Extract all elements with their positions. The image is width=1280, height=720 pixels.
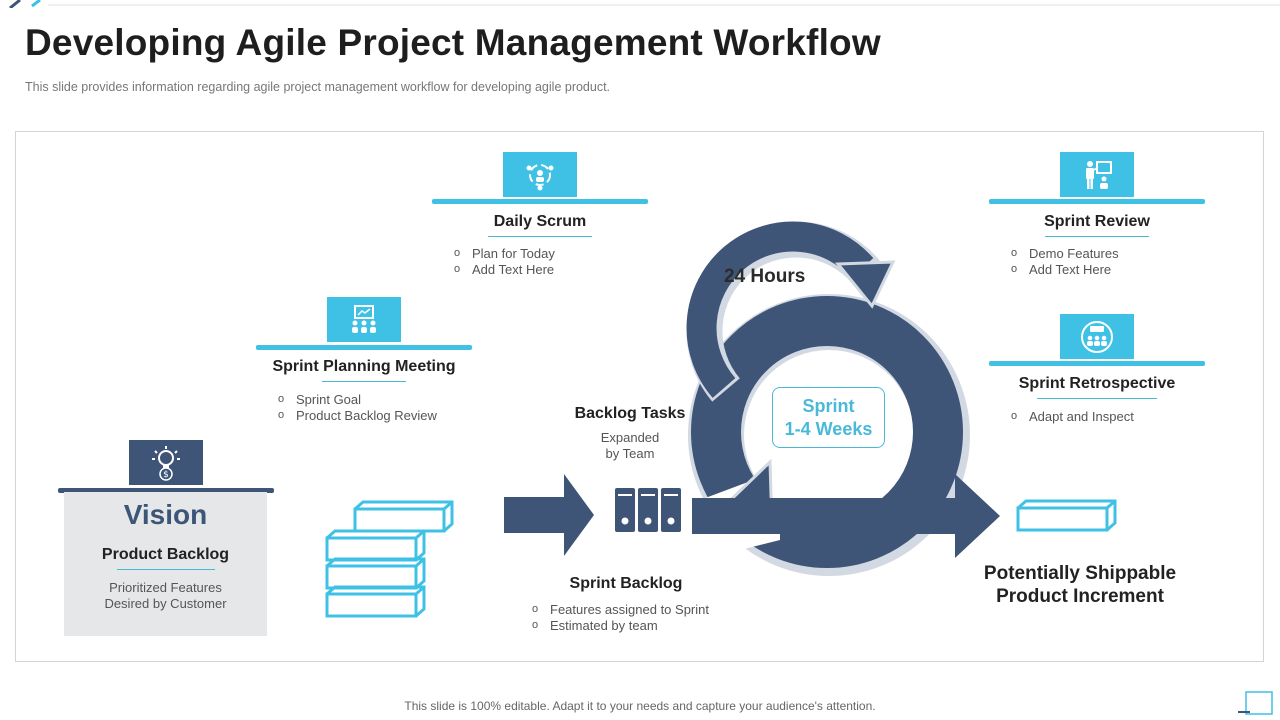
backlog-tasks-heading: Backlog Tasks <box>574 405 686 422</box>
sprint-cycle-ring <box>691 296 963 568</box>
backlog-stack-icon <box>325 500 454 618</box>
backlog-tasks-line: Expanded <box>600 430 660 445</box>
list-item: Demo Features <box>1011 245 1119 262</box>
list-item: Add Text Here <box>1011 261 1119 278</box>
page-title: Developing Agile Project Management Work… <box>25 22 881 63</box>
list-item: Features assigned to Sprint <box>532 601 709 618</box>
corner-decoration <box>1238 691 1273 715</box>
diagram-frame <box>15 131 1264 662</box>
product-box-icon <box>1016 499 1117 532</box>
sprint-label: Sprint <box>802 396 855 416</box>
product-increment-label: Potentially Shippable Product Increment <box>960 562 1200 608</box>
list-item: Adapt and Inspect <box>1011 408 1134 425</box>
sprint-backlog-heading: Sprint Backlog <box>569 575 683 592</box>
sprint-planning-underline <box>322 381 406 382</box>
sprint-review-list: Demo Features Add Text Here <box>1011 245 1119 278</box>
sprint-planning-heading: Sprint Planning Meeting <box>272 358 456 375</box>
sprint-retro-heading: Sprint Retrospective <box>1018 375 1176 392</box>
sprint-planning-bar <box>256 345 472 350</box>
daily-scrum-heading: Daily Scrum <box>493 213 587 230</box>
sprint-review-underline <box>1045 236 1149 237</box>
sprint-duration-box: Sprint 1-4 Weeks <box>772 387 885 448</box>
sprint-review-heading: Sprint Review <box>1044 213 1150 230</box>
product-backlog-heading: Product Backlog <box>101 546 230 563</box>
page-subtitle: This slide provides information regardin… <box>25 80 611 94</box>
product-increment-line: Product Increment <box>996 586 1164 607</box>
backlog-tasks-line: by Team <box>605 446 655 461</box>
presenter-board-icon <box>1060 152 1134 197</box>
vision-bar <box>58 488 274 493</box>
product-backlog-underline <box>117 569 215 570</box>
product-backlog-line: Prioritized Features <box>109 580 222 595</box>
product-increment-line: Potentially Shippable <box>983 563 1177 584</box>
top-decoration <box>9 0 1280 8</box>
presentation-team-icon <box>327 297 401 342</box>
list-item-text: Estimated by team <box>550 618 658 633</box>
idea-dollar-icon: $ <box>129 440 203 485</box>
sprint-weeks-label: 1-4 Weeks <box>784 419 873 439</box>
product-backlog-desc: Prioritized Features Desired by Customer <box>64 580 267 612</box>
hours-label: 24 Hours <box>724 266 806 287</box>
arrow-to-backlog <box>504 474 594 556</box>
daily-scrum-bar <box>432 199 648 204</box>
arrow-to-increment <box>692 474 1000 558</box>
product-backlog-line: Desired by Customer <box>104 596 227 611</box>
sprint-backlog-list: Features assigned to Sprint Estimated by… <box>532 601 709 634</box>
list-item: Estimated by team <box>532 617 709 634</box>
daily-scrum-underline <box>488 236 592 237</box>
team-cycle-icon <box>503 152 577 197</box>
vision-title: Vision <box>123 499 208 530</box>
sprint-review-bar <box>989 199 1205 204</box>
sprint-retro-list: Adapt and Inspect <box>1011 408 1134 425</box>
svg-text:$: $ <box>163 470 169 480</box>
daily-loop-arrowhead <box>834 260 896 309</box>
list-item: Plan for Today <box>454 245 555 262</box>
sprint-retro-underline <box>1037 398 1157 399</box>
sprint-retro-bar <box>989 361 1205 366</box>
vision-card <box>64 492 267 636</box>
footer-note: This slide is 100% editable. Adapt it to… <box>404 699 876 713</box>
binders-icon <box>615 488 681 532</box>
backlog-tasks-desc: Expanded by Team <box>540 430 720 462</box>
list-item: Add Text Here <box>454 261 555 278</box>
meeting-discussion-icon <box>1060 314 1134 359</box>
list-item: Product Backlog Review <box>278 407 437 424</box>
daily-scrum-list: Plan for Today Add Text Here <box>454 245 555 278</box>
list-item: Sprint Goal <box>278 391 437 408</box>
sprint-planning-list: Sprint Goal Product Backlog Review <box>278 391 437 424</box>
